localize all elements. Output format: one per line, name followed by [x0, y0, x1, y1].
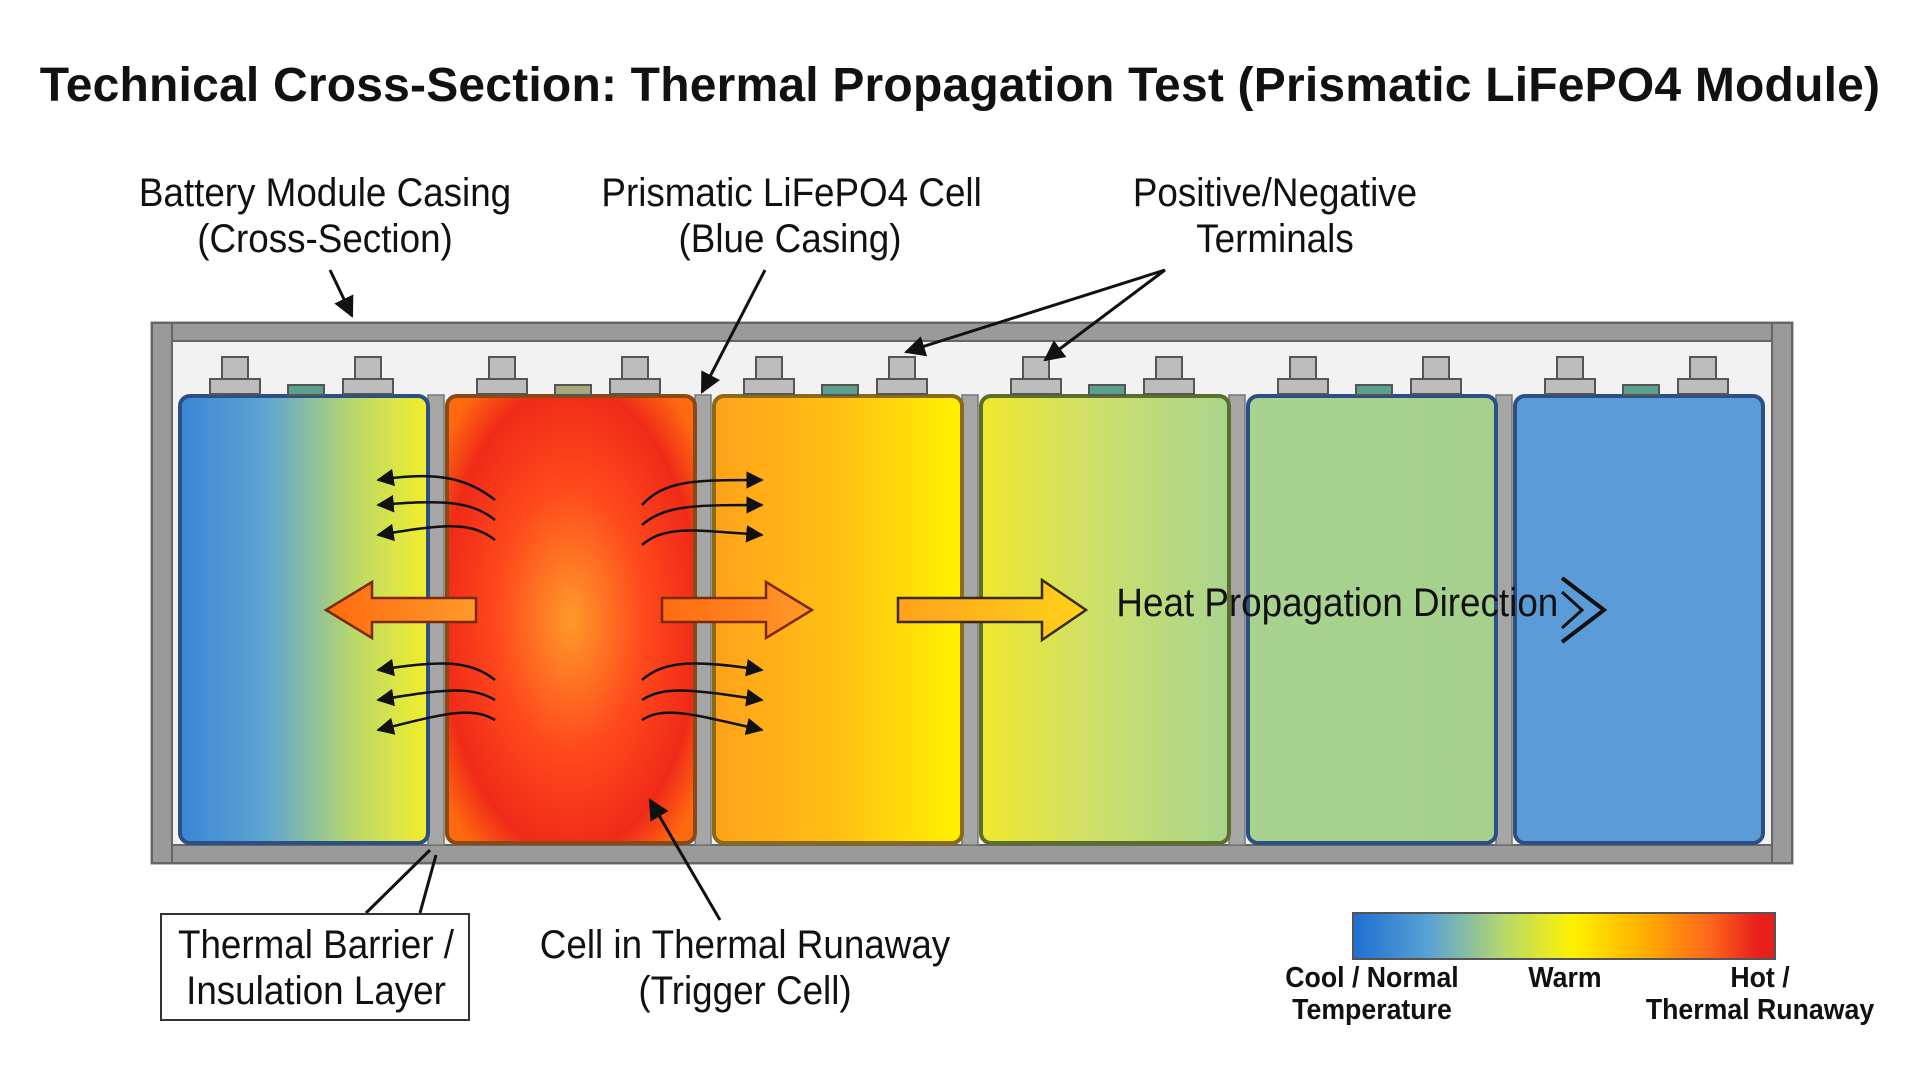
terminals: [209, 356, 1729, 396]
casing-left-wall: [151, 322, 173, 864]
page-title: Technical Cross-Section: Thermal Propaga…: [39, 59, 1881, 112]
casing-right-wall: [1771, 322, 1793, 864]
casing-bottom-wall: [151, 844, 1793, 864]
callout-terminals-1: [903, 268, 1166, 357]
label-barrier-box: [160, 913, 470, 1021]
heat-arrow-right-1: [660, 579, 815, 641]
label-terminals: Positive/Negative Terminals: [1132, 171, 1418, 261]
label-trigger-cell: Cell in Thermal Runaway (Trigger Cell): [539, 923, 951, 1013]
terminals-cell-5: [1277, 356, 1462, 396]
heat-arrow-left: [323, 579, 478, 641]
legend-warm-label: Warm: [1528, 962, 1602, 994]
callout-casing: [328, 269, 354, 318]
terminals-cell-1: [209, 356, 394, 396]
legend-cool-label: Cool / Normal Temperature: [1285, 962, 1459, 1027]
callout-barrier-2: [418, 854, 438, 914]
callout-cell: [700, 269, 767, 394]
heat-arrow-right-3-inner: [1560, 590, 1585, 630]
callout-lines: [328, 268, 1166, 921]
label-prismatic-cell: Prismatic LiFePO4 Cell (Blue Casing): [601, 171, 982, 261]
cell-2: [445, 394, 697, 845]
callout-terminals-2: [1043, 268, 1166, 362]
callout-barrier-1: [364, 848, 432, 915]
temperature-legend-bar: [1352, 912, 1776, 960]
terminals-cell-3: [743, 356, 928, 396]
terminals-cell-2: [476, 356, 661, 396]
heat-arrow-right-2: [896, 577, 1089, 643]
callout-runaway: [648, 798, 722, 921]
legend-hot-label: Hot / Thermal Runaway: [1645, 962, 1875, 1027]
label-heat-direction: Heat Propagation Direction: [1116, 581, 1559, 625]
label-module-casing: Battery Module Casing (Cross-Section): [138, 171, 512, 261]
terminals-cell-6: [1544, 356, 1729, 396]
heat-arrow-right-3: [1560, 576, 1608, 644]
heat-wave-arrows: [376, 468, 764, 736]
label-thermal-barrier: Thermal Barrier / Insulation Layer: [177, 923, 455, 1013]
